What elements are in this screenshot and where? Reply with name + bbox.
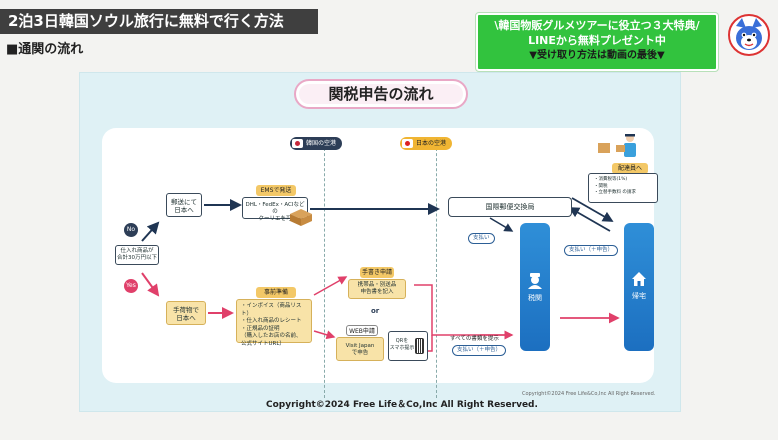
- delivery-node: ・消費税等(1%) ・関税 ・立替手数料 の請求: [588, 173, 658, 203]
- promo-line-2a: LINEから: [528, 34, 578, 47]
- web-tag: WEB申請: [346, 325, 378, 336]
- pay-left-note: 支払い: [468, 233, 495, 244]
- prep-tag: 事前準備: [256, 287, 296, 298]
- lane-label-korea: 韓国の空港: [306, 140, 337, 147]
- written-tag: 手書き申請: [360, 267, 394, 278]
- lane-line-japan: [436, 143, 437, 398]
- video-title: 2泊3日韓国ソウル旅行に無料で行く方法: [0, 9, 318, 34]
- web-node: Visit Japan で申告: [336, 337, 384, 361]
- promo-banner[interactable]: \韓国物販グルメツアーに役立つ３大特典/ LINEから無料プレゼント中 ▼受け取…: [476, 13, 718, 71]
- smartphone-qr-icon: [415, 338, 424, 354]
- home-column: 帰宅: [624, 223, 654, 351]
- package-icon: [290, 209, 312, 226]
- home-label: 帰宅: [632, 292, 646, 300]
- all-docs-note: すべての書類を提示: [450, 336, 499, 342]
- post-node: 郵送にて 日本へ: [166, 193, 202, 217]
- lane-header-japan: 日本の空港: [400, 137, 453, 150]
- post-node-text: 郵送にて 日本へ: [171, 198, 197, 214]
- diagram-slide: 関税申告の流れ 韓国の空港 日本の空港: [79, 72, 681, 412]
- customs-label: 税関: [528, 294, 542, 302]
- copyright-small: Copyright©2024 Free Life&Co,Inc All Righ…: [522, 391, 656, 397]
- promo-line-2: LINEから無料プレゼント中: [478, 33, 716, 48]
- lane-header-korea: 韓国の空港: [290, 137, 343, 150]
- customs-officer-icon: [528, 273, 542, 289]
- lane-label-japan: 日本の空港: [416, 140, 447, 147]
- prep-desc: ・インボイス（商品リスト） ・仕入れ商品のレシート ・正規品の証明 （購入したお…: [241, 303, 302, 347]
- promo-line-2b: 無料プレゼント中: [577, 34, 666, 47]
- diagram-title: 関税申告の流れ: [294, 79, 468, 109]
- copyright: Copyright©2024 Free Life＆Co,Inc All Righ…: [266, 400, 538, 410]
- or-label: or: [371, 307, 380, 315]
- written-node: 携帯品・別送品 申告書を記入: [348, 279, 406, 299]
- hand-carry-node: 手荷物で 日本へ: [166, 301, 206, 325]
- delivery-tag: 配達員へ: [612, 163, 648, 174]
- start-node-text: 仕入れ商品が 合計30万円以下: [117, 248, 157, 261]
- qr-node: QRを スマホ提示: [388, 331, 428, 361]
- section-subtitle: ■通関の流れ: [6, 42, 84, 57]
- hand-carry-text: 手荷物で 日本へ: [173, 306, 199, 322]
- japan-flag-icon: [402, 139, 413, 148]
- mascot-icon: [728, 14, 770, 56]
- promo-line-3: ▼受け取り方法は動画の最後▼: [529, 50, 665, 61]
- exchange-node: 国際郵便交換局: [448, 197, 572, 217]
- ems-tag: EMSで発送: [256, 185, 296, 196]
- web-desc: Visit Japan で申告: [345, 343, 375, 356]
- prep-node: ・インボイス（商品リスト） ・仕入れ商品のレシート ・正規品の証明 （購入したお…: [236, 299, 312, 347]
- written-desc: 携帯品・別送品 申告書を記入: [357, 282, 397, 295]
- customs-column: 税関: [520, 223, 550, 351]
- yes-badge: Yes: [124, 279, 138, 293]
- qr-desc: QRを スマホ提示: [389, 338, 415, 351]
- ems-desc: DHL・FedEx・ACIなどの クーリエを可: [245, 202, 305, 222]
- lane-line-korea: [324, 143, 325, 398]
- delivery-person-icon: [598, 134, 636, 157]
- delivery-desc: ・消費税等(1%) ・関税 ・立替手数料 の請求: [594, 177, 636, 195]
- pay-bottom-note: 支払い（＋申告）: [452, 345, 507, 356]
- no-badge: No: [124, 223, 138, 237]
- promo-line-1: \韓国物販グルメツアーに役立つ３大特典/: [494, 19, 700, 32]
- pay-right-note: 支払い（＋申告）: [564, 245, 619, 256]
- home-icon: [632, 272, 646, 286]
- korea-flag-icon: [292, 139, 303, 148]
- start-node: 仕入れ商品が 合計30万円以下: [115, 245, 159, 265]
